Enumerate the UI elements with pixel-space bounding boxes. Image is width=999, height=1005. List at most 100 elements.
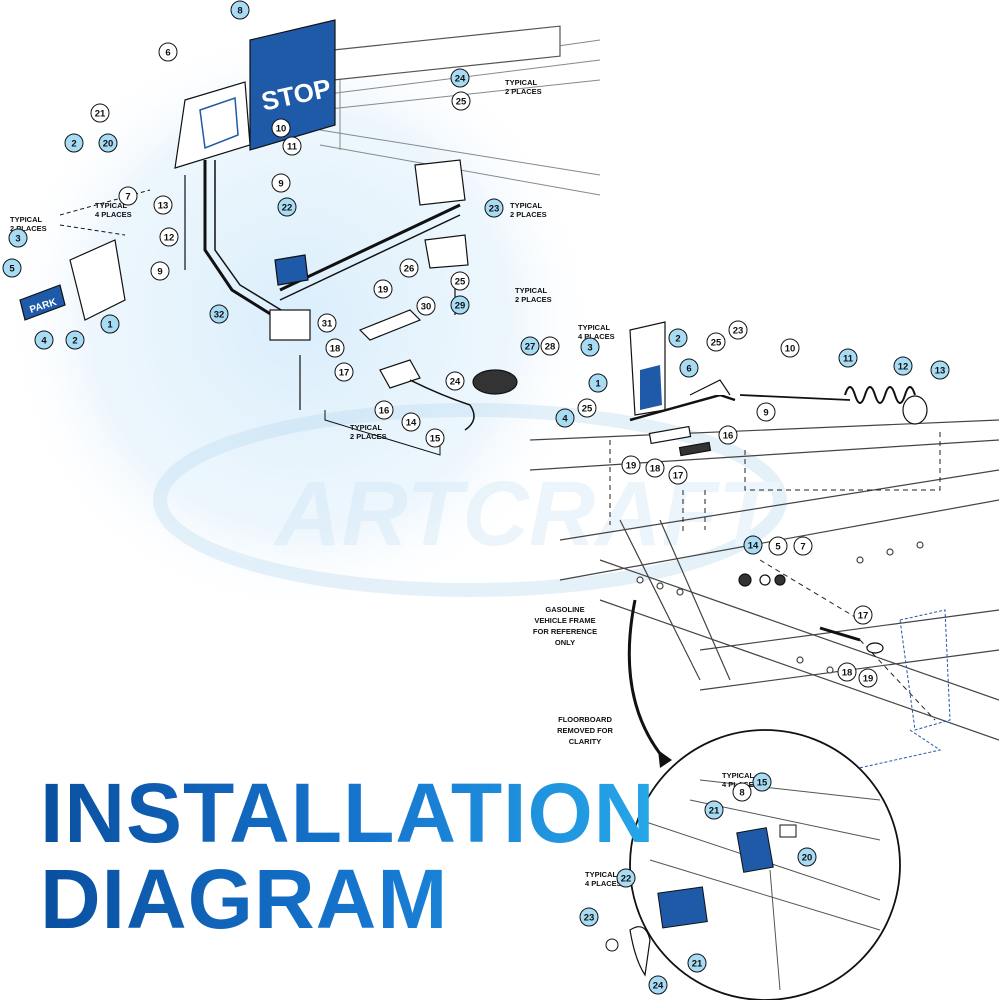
callout-25: 25 — [451, 91, 471, 111]
callout-number: 24 — [450, 377, 461, 388]
callout-circle — [34, 330, 54, 350]
callout-number: 14 — [406, 418, 417, 429]
callout-22: 22 — [616, 868, 636, 888]
callout-9: 9 — [756, 402, 776, 422]
callout-16: 16 — [718, 425, 738, 445]
callout-circle — [743, 535, 763, 555]
callout-5: 5 — [768, 536, 788, 556]
note-floorboard-line3: CLARITY — [569, 737, 602, 746]
callout-2: 2 — [65, 330, 85, 350]
callout-circle — [838, 348, 858, 368]
callout-28: 28 — [540, 336, 560, 356]
callout-number: 28 — [545, 342, 556, 353]
callout-circle — [706, 332, 726, 352]
callout-7: 7 — [793, 536, 813, 556]
callout-9: 9 — [271, 173, 291, 193]
callout-circle — [484, 198, 504, 218]
callout-circle — [668, 328, 688, 348]
note-typical-cable: TYPICAL — [350, 423, 383, 432]
callout-number: 25 — [711, 338, 722, 349]
callout-number: 11 — [843, 354, 854, 365]
callout-circle — [780, 338, 800, 358]
callout-10: 10 — [271, 118, 291, 138]
callout-number: 22 — [282, 203, 293, 214]
callout-circle — [768, 536, 788, 556]
callout-circle — [209, 304, 229, 324]
callout-circle — [687, 953, 707, 973]
callout-13: 13 — [153, 195, 173, 215]
callout-circle — [679, 358, 699, 378]
note-typical-four-left-places: 4 PLACES — [95, 210, 132, 219]
callout-number: 19 — [863, 674, 874, 685]
callout-circle — [793, 536, 813, 556]
callout-9: 9 — [150, 261, 170, 281]
callout-number: 21 — [95, 109, 106, 120]
callout-19: 19 — [621, 455, 641, 475]
callout-number: 15 — [430, 434, 441, 445]
callout-circle — [555, 408, 575, 428]
callout-24: 24 — [445, 371, 465, 391]
annotation-notes: TYPICAL 2 PLACES TYPICAL 2 PLACES TYPICA… — [10, 78, 759, 888]
note-typical-four-right-places: 4 PLACES — [578, 332, 615, 341]
callout-25: 25 — [706, 332, 726, 352]
callout-23: 23 — [579, 907, 599, 927]
callout-circle — [230, 0, 250, 20]
watermark-logo: ARTCRAFT — [153, 403, 787, 597]
callout-21: 21 — [90, 103, 110, 123]
callout-13: 13 — [930, 360, 950, 380]
callout-circle — [445, 371, 465, 391]
callout-24: 24 — [648, 975, 668, 995]
callout-number: 12 — [898, 362, 909, 373]
callout-number: 4 — [41, 336, 47, 347]
callout-number: 17 — [673, 471, 684, 482]
callout-number: 18 — [330, 344, 341, 355]
callout-circle — [374, 400, 394, 420]
callout-circle — [334, 362, 354, 382]
callout-circle — [728, 320, 748, 340]
callout-circle — [425, 428, 445, 448]
callout-number: 12 — [164, 233, 175, 244]
callout-number: 23 — [489, 204, 500, 215]
callout-12: 12 — [159, 227, 179, 247]
callout-4: 4 — [555, 408, 575, 428]
callout-circle — [645, 458, 665, 478]
callout-23: 23 — [728, 320, 748, 340]
note-typical-park-places: 2 PLACES — [10, 224, 47, 233]
note-frame-line1: GASOLINE — [545, 605, 584, 614]
callout-25: 25 — [577, 398, 597, 418]
callout-number: 2 — [72, 336, 77, 347]
callout-circle — [399, 258, 419, 278]
note-typical-four-inset-bolt: TYPICAL — [585, 870, 618, 879]
callout-circle — [588, 373, 608, 393]
callout-circle — [930, 360, 950, 380]
callout-12: 12 — [893, 356, 913, 376]
callout-circle — [271, 173, 291, 193]
callout-17: 17 — [853, 605, 873, 625]
callout-number: 25 — [456, 97, 467, 108]
callout-5: 5 — [2, 258, 22, 278]
callout-circle — [704, 800, 724, 820]
callout-21: 21 — [687, 953, 707, 973]
callout-18: 18 — [837, 662, 857, 682]
callout-20: 20 — [797, 847, 817, 867]
callout-number: 2 — [675, 334, 680, 345]
callout-number: 9 — [278, 179, 283, 190]
callout-circle — [373, 279, 393, 299]
callout-circle — [282, 136, 302, 156]
callout-10: 10 — [780, 338, 800, 358]
callout-number: 30 — [421, 302, 432, 313]
callout-19: 19 — [373, 279, 393, 299]
callout-number: 7 — [800, 542, 805, 553]
callout-circle — [150, 261, 170, 281]
callout-number: 31 — [322, 319, 333, 330]
callout-1: 1 — [100, 314, 120, 334]
callout-11: 11 — [838, 348, 858, 368]
callout-number: 23 — [584, 913, 595, 924]
callout-circle — [317, 313, 337, 333]
callout-number: 19 — [626, 461, 637, 472]
callout-circle — [8, 228, 28, 248]
callout-circle — [648, 975, 668, 995]
callout-23: 23 — [484, 198, 504, 218]
